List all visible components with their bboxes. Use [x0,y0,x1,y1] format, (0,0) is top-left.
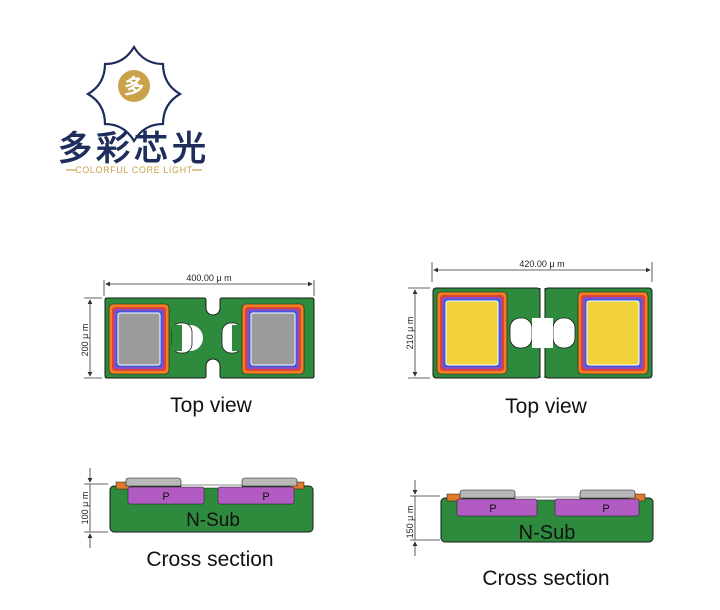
left-height-label: 200 μ m [80,324,90,357]
left-cross-height-label: 100 μ m [80,492,90,525]
left-metal-2 [241,477,298,487]
right-p-label-2: P [602,503,609,515]
right-notch-right [552,317,576,349]
left-window-1 [117,312,161,366]
logo: 多 多彩芯光 COLORFUL CORE LIGHT [58,44,210,175]
left-width-label: 400.00 μ m [186,273,231,283]
right-height-label: 210 μ m [405,317,415,350]
right-p-label-1: P [489,503,496,515]
left-top-view-caption: Top view [170,394,253,417]
right-p-region-1 [456,498,538,517]
logo-mark-glyph: 多 [124,74,144,98]
left-p-label-2: P [262,491,269,503]
right-window-2 [586,300,640,366]
right-top-view-caption: Top view [505,395,588,418]
left-window-2 [250,312,296,366]
right-cross-height-label: 150 μ m [405,506,415,539]
right-cross-section: 150 μ m P P N-Sub Cross section [405,480,654,590]
logo-emblem-icon [85,44,183,144]
left-substrate-label: N-Sub [186,510,240,531]
left-top-view: 400.00 μ m 200 μ m Top view [80,273,315,417]
right-window-1 [445,300,499,366]
right-pad-1 [436,291,508,375]
right-width-label: 420.00 μ m [519,259,564,269]
logo-brand-cn: 多彩芯光 [58,129,210,169]
left-metal-1 [125,477,182,487]
left-p-label-1: P [162,491,169,503]
logo-emblem-center [118,70,150,102]
right-p-region-2 [554,498,640,517]
left-pad-2 [241,303,305,375]
right-pad-2 [577,291,649,375]
logo-brand-en: COLORFUL CORE LIGHT [75,165,193,175]
left-p-region-2 [217,486,295,505]
right-substrate-label: N-Sub [519,522,576,544]
right-metal-1 [459,489,516,499]
right-top-view: 420.00 μ m 210 μ m Top view [405,259,653,418]
right-cross-caption: Cross section [482,567,609,590]
left-p-region-1 [127,486,205,505]
left-cross-section: 100 μ m P P N-Sub Cross section [80,468,314,571]
left-trench [180,484,243,489]
right-notch-left [509,317,533,349]
right-metal-2 [579,489,636,499]
right-trench [514,496,581,501]
left-pad-1 [108,303,170,375]
left-cross-caption: Cross section [146,548,273,571]
